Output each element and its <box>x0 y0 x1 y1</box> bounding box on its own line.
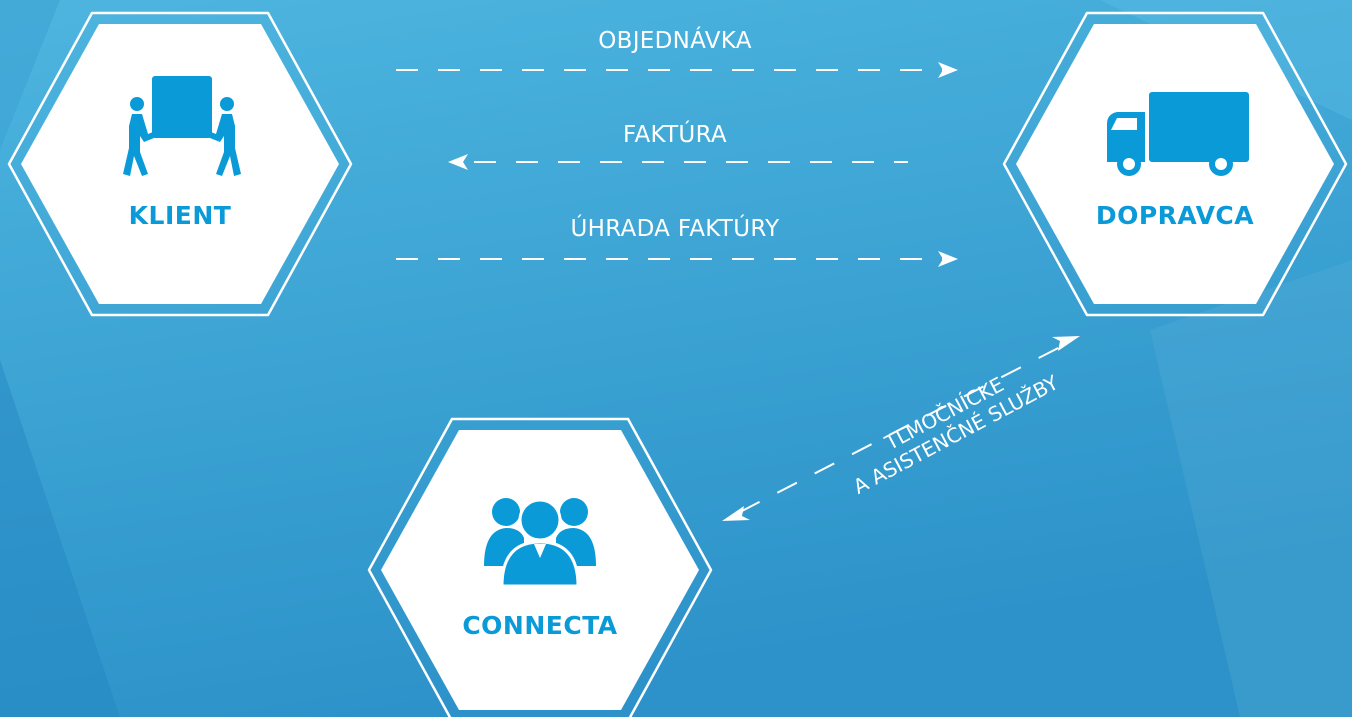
node-klient-label: KLIENT <box>128 201 232 230</box>
group-of-people-icon <box>484 498 596 588</box>
node-klient: KLIENT <box>6 10 354 318</box>
flow-payment-label: ÚHRADA FAKTÚRY <box>570 216 780 242</box>
people-carrying-box-icon <box>123 76 241 176</box>
flow-invoice-label: FAKTÚRA <box>623 122 727 148</box>
node-connecta: CONNECTA <box>366 416 714 724</box>
node-dopravca: DOPRAVCA <box>1001 10 1349 318</box>
flow-order-arrow <box>396 62 958 78</box>
node-dopravca-label: DOPRAVCA <box>1095 201 1255 230</box>
flow-invoice-arrow <box>448 154 908 170</box>
truck-icon <box>1107 92 1249 176</box>
flow-order-label: OBJEDNÁVKA <box>598 28 752 54</box>
flow-services-arrow <box>722 336 1080 521</box>
node-connecta-label: CONNECTA <box>462 611 618 640</box>
flow-payment-arrow <box>396 251 958 267</box>
